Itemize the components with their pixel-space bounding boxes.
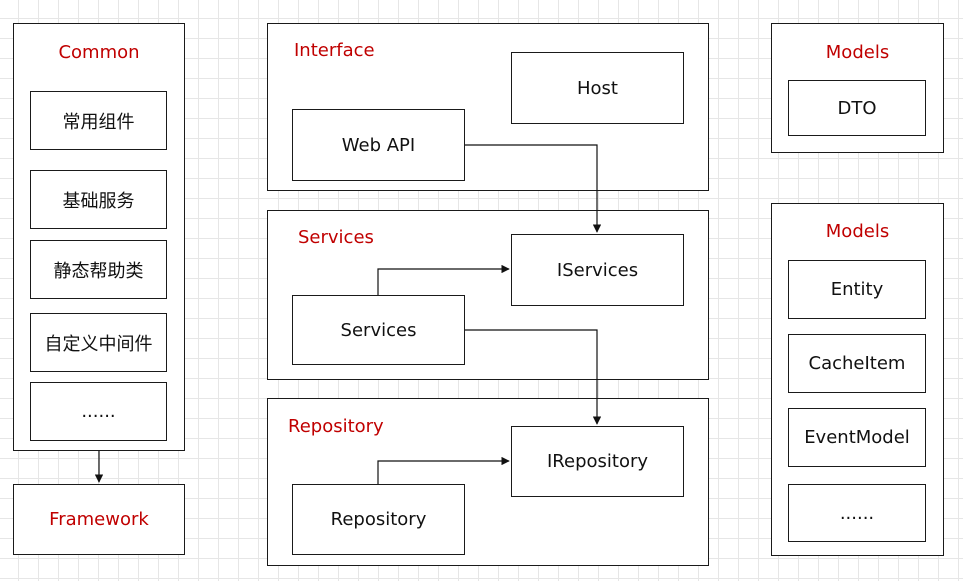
models-entity-title: Models (825, 221, 890, 242)
cache-item-box: CacheItem (788, 334, 926, 393)
services-box: Services (292, 295, 465, 365)
models-ellipsis-box: ...... (788, 484, 926, 542)
framework-box: Framework (13, 484, 185, 555)
common-item-ellipsis: ...... (30, 382, 167, 441)
iservices-box: IServices (511, 234, 684, 306)
common-item-components: 常用组件 (30, 91, 167, 150)
host-box: Host (511, 52, 684, 124)
event-model-box: EventModel (788, 408, 926, 467)
common-item-base-services: 基础服务 (30, 170, 167, 229)
entity-box: Entity (788, 260, 926, 319)
repository-box: Repository (292, 484, 465, 555)
repository-title: Repository (288, 416, 384, 437)
irepository-box: IRepository (511, 426, 684, 497)
common-item-static-helpers: 静态帮助类 (30, 240, 167, 299)
web-api-box: Web API (292, 109, 465, 181)
common-title: Common (58, 42, 140, 63)
framework-label: Framework (49, 509, 149, 530)
common-item-custom-middleware: 自定义中间件 (30, 313, 167, 372)
interface-title: Interface (294, 40, 375, 61)
services-title: Services (298, 227, 374, 248)
dto-box: DTO (788, 80, 926, 136)
models-dto-title: Models (825, 42, 890, 63)
